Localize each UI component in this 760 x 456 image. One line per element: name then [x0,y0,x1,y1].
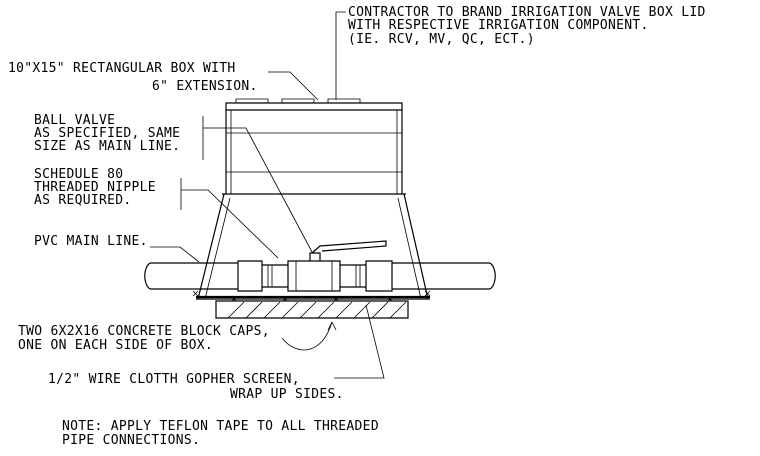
concrete-block-caps [215,300,409,319]
lid-line-1: CONTRACTOR TO BRAND IRRIGATION VALVE BOX… [348,5,706,20]
ball-valve-assembly [237,240,393,292]
pvc-main-line [144,262,496,290]
callout-box: 10"X15" RECTANGULAR BOX WITH 6" EXTENSIO… [8,61,258,94]
nipple-line-2: THREADED NIPPLE [34,180,156,195]
general-note: NOTE: APPLY TEFLON TAPE TO ALL THREADED … [62,419,379,448]
ball-valve-line-2: AS SPECIFIED, SAME [34,126,180,141]
ball-valve-line-1: BALL VALVE [34,113,115,128]
callout-lid: CONTRACTOR TO BRAND IRRIGATION VALVE BOX… [348,5,706,47]
screen-line-1: 1/2" WIRE CLOTTH GOPHER SCREEN, [48,372,300,387]
main-line-label: PVC MAIN LINE. [34,234,148,249]
block-caps-line-1: TWO 6X2X16 CONCRETE BLOCK CAPS, [18,324,270,339]
screen-line-2: WRAP UP SIDES. [230,387,344,402]
callout-main-line: PVC MAIN LINE. [34,234,148,249]
block-caps-line-2: ONE ON EACH SIDE OF BOX. [18,338,213,353]
valve-box [196,98,430,300]
nipple-line-3: AS REQUIRED. [34,193,132,208]
callout-block-caps: TWO 6X2X16 CONCRETE BLOCK CAPS, ONE ON E… [18,324,270,353]
note-line-2: PIPE CONNECTIONS. [62,433,200,448]
lid-line-3: (IE. RCV, MV, QC, ECT.) [348,32,535,47]
leader-lines [150,11,385,379]
box-line-1: 10"X15" RECTANGULAR BOX WITH [8,61,236,76]
callout-ball-valve: BALL VALVE AS SPECIFIED, SAME SIZE AS MA… [34,113,180,154]
gopher-screen [192,290,431,302]
box-line-2: 6" EXTENSION. [152,79,258,94]
lid-line-2: WITH RESPECTIVE IRRIGATION COMPONENT. [348,18,649,33]
ball-valve-line-3: SIZE AS MAIN LINE. [34,139,180,154]
callout-screen: 1/2" WIRE CLOTTH GOPHER SCREEN, WRAP UP … [48,372,344,402]
callout-nipple: SCHEDULE 80 THREADED NIPPLE AS REQUIRED. [34,167,156,208]
note-line-1: NOTE: APPLY TEFLON TAPE TO ALL THREADED [62,419,379,434]
nipple-line-1: SCHEDULE 80 [34,167,123,182]
